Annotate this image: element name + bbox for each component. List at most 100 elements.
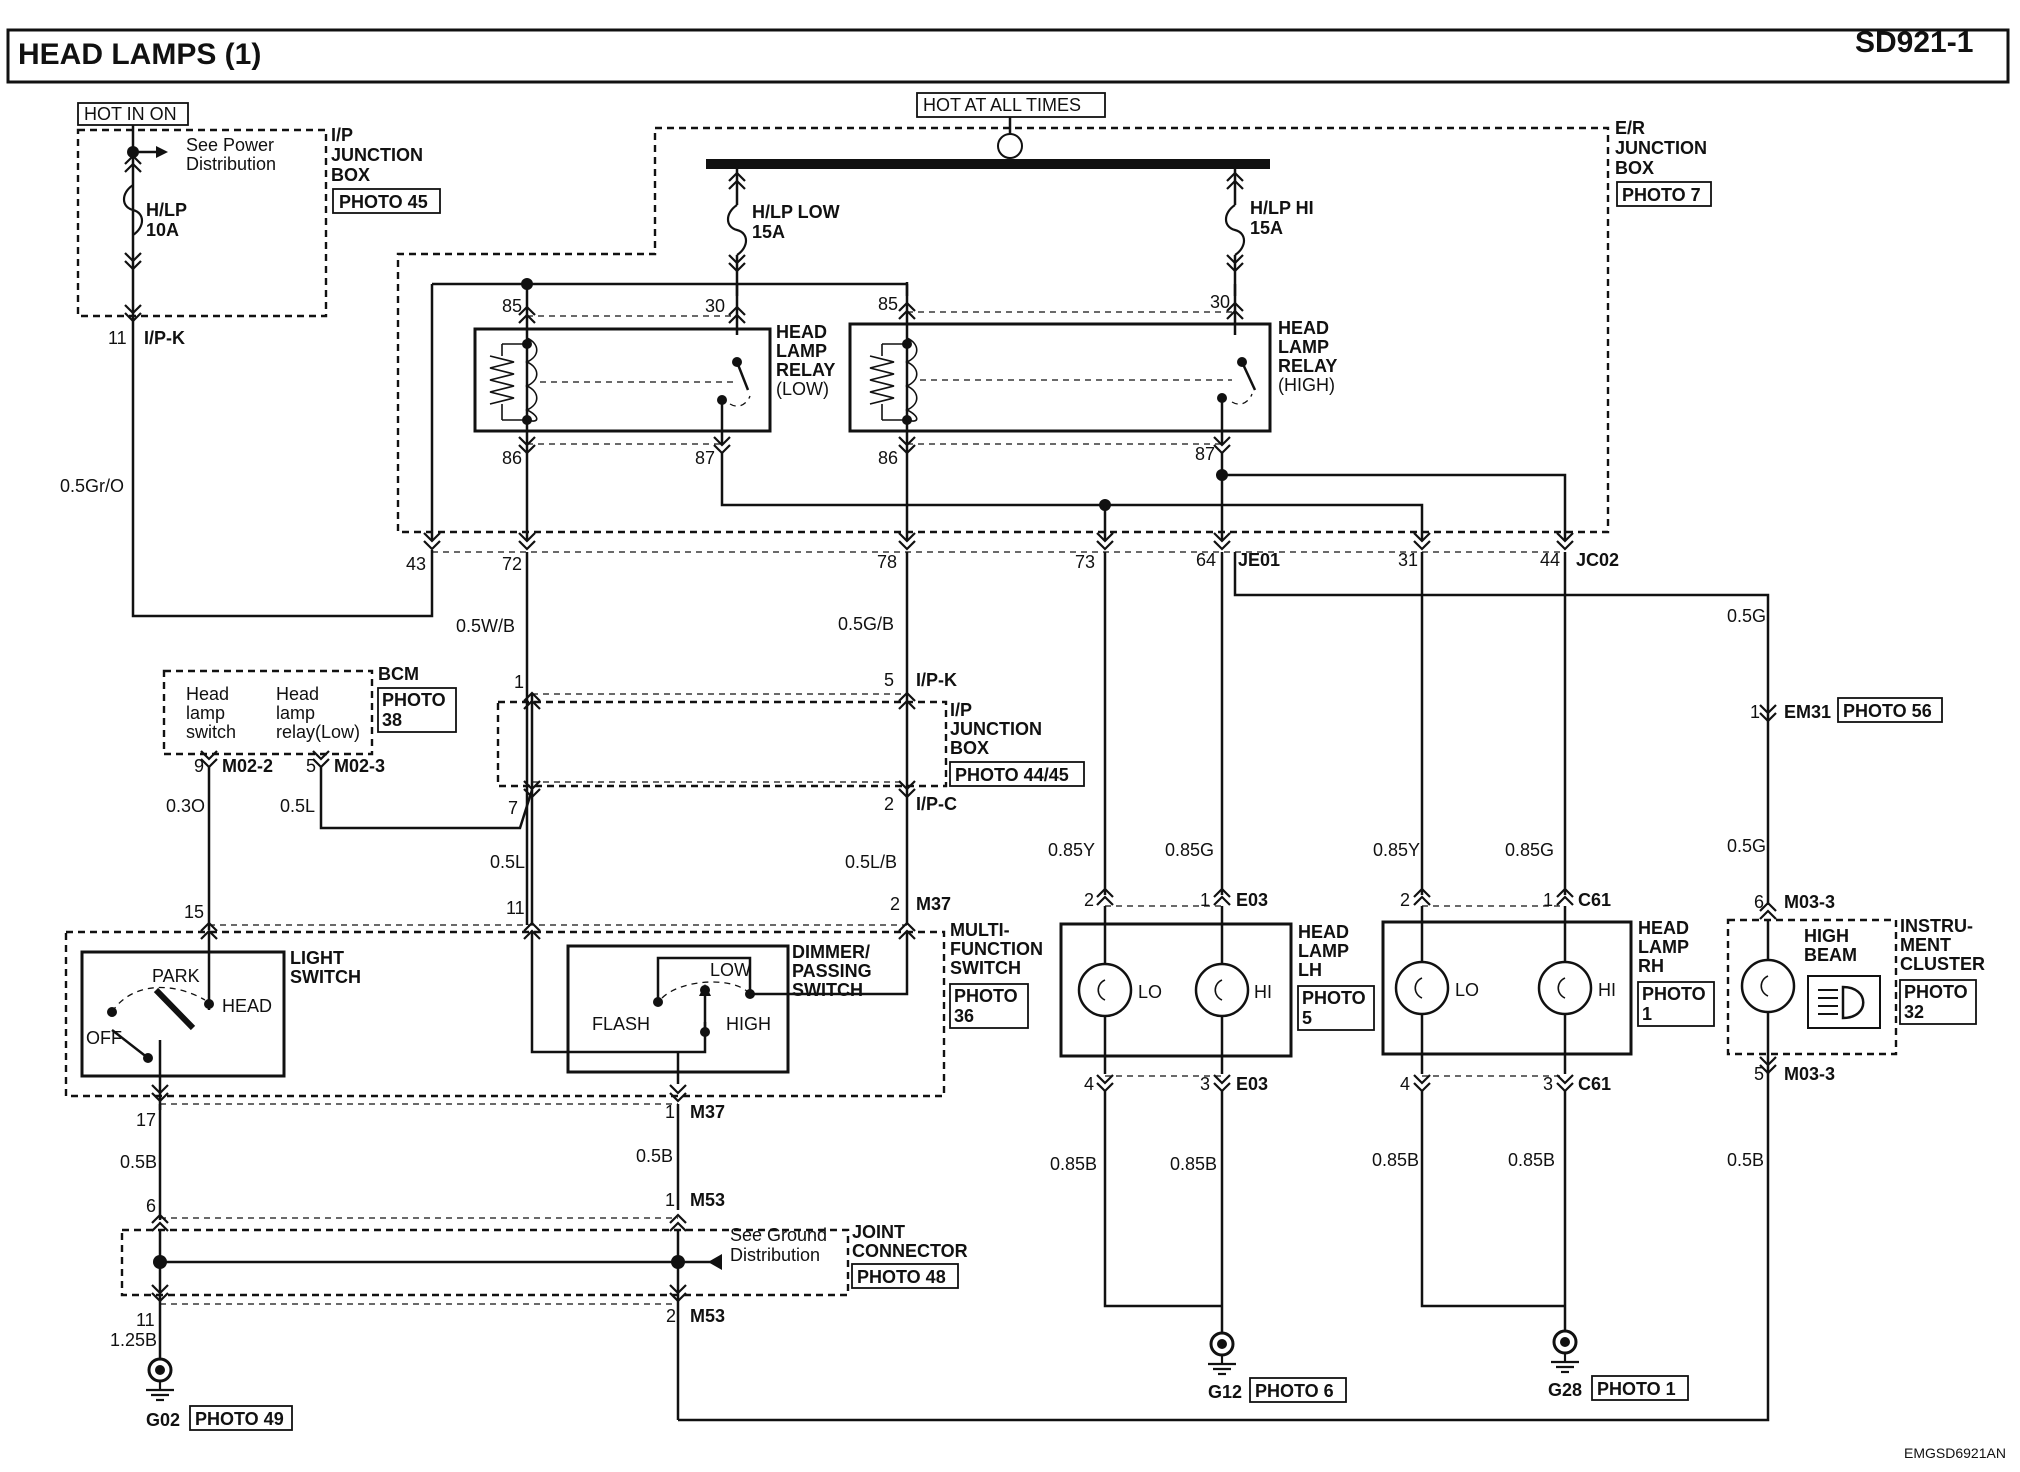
lamp-rh-hi-label: HI: [1598, 980, 1616, 1000]
svg-text:G28: G28: [1548, 1380, 1582, 1400]
svg-text:4: 4: [1400, 1074, 1410, 1094]
svg-text:85: 85: [502, 296, 522, 316]
svg-text:lamp: lamp: [276, 703, 315, 723]
svg-text:Head: Head: [276, 684, 319, 704]
svg-text:JUNCTION: JUNCTION: [950, 719, 1042, 739]
svg-text:1: 1: [1642, 1004, 1652, 1024]
hot-in-on-label: HOT IN ON: [84, 104, 177, 124]
fuse-hlp-hi-label: H/LP HI: [1250, 198, 1314, 218]
svg-text:Distribution: Distribution: [730, 1245, 820, 1265]
svg-text:LH: LH: [1298, 960, 1322, 980]
photo-56-tag: PHOTO 56: [1843, 701, 1932, 721]
flash-label: FLASH: [592, 1014, 650, 1034]
svg-text:10A: 10A: [146, 220, 179, 240]
photo-1-g28-tag: PHOTO 1: [1597, 1379, 1676, 1399]
high-beam-label: HIGH: [1804, 926, 1849, 946]
multi-function-switch-label: MULTI-: [950, 920, 1010, 940]
svg-text:2: 2: [884, 794, 894, 814]
connector-ipk-mid-label: I/P-K: [916, 670, 957, 690]
svg-text:30: 30: [705, 296, 725, 316]
svg-text:MENT: MENT: [1900, 935, 1951, 955]
svg-text:86: 86: [502, 448, 522, 468]
svg-text:0.85Y: 0.85Y: [1373, 840, 1420, 860]
connector-m03-3-bottom-label: M03-3: [1784, 1064, 1835, 1084]
instrument-cluster: 1 EM31 PHOTO 56 6 M03-3 HIGH BEAM INSTRU…: [678, 697, 1985, 1422]
svg-text:G12: G12: [1208, 1382, 1242, 1402]
svg-text:5: 5: [1754, 1064, 1764, 1084]
photo-44-45-tag: PHOTO 44/45: [955, 765, 1069, 785]
svg-text:85: 85: [878, 294, 898, 314]
svg-text:1.25B: 1.25B: [110, 1330, 157, 1350]
svg-text:1: 1: [665, 1190, 675, 1210]
svg-text:0.85B: 0.85B: [1050, 1154, 1097, 1174]
svg-text:0.3O: 0.3O: [166, 796, 205, 816]
multi-function-switch: 15 11 2 M37 PARK HEAD OFF LIGHT SWITCH L…: [64, 894, 1043, 1130]
svg-text:0.85B: 0.85B: [1170, 1154, 1217, 1174]
connector-m53-bottom-label: M53: [690, 1306, 725, 1326]
head-lamp-relay-high: 85 30 86 87 HEAD LAMP RELAY (HIGH): [848, 282, 1337, 540]
photo-45-tag: PHOTO 45: [339, 192, 428, 212]
svg-text:32: 32: [1904, 1002, 1924, 1022]
bcm: Head lamp switch Head lamp relay(Low) BC…: [162, 664, 534, 930]
svg-text:See Power: See Power: [186, 135, 274, 155]
svg-text:78: 78: [877, 552, 897, 572]
svg-text:RH: RH: [1638, 956, 1664, 976]
svg-text:43: 43: [406, 554, 426, 574]
joint-connector-label: JOINT: [852, 1222, 905, 1242]
photo-38-tag: PHOTO: [382, 690, 446, 710]
connector-c61-bottom-label: C61: [1578, 1074, 1611, 1094]
svg-text:RELAY: RELAY: [1278, 356, 1337, 376]
see-ground-distribution-note: See Ground Distribution: [730, 1225, 827, 1265]
photo-48-tag: PHOTO 48: [857, 1267, 946, 1287]
park-label: PARK: [152, 966, 200, 986]
instrument-cluster-label: INSTRU-: [1900, 916, 1973, 936]
svg-text:BOX: BOX: [1615, 158, 1654, 178]
svg-text:15A: 15A: [1250, 218, 1283, 238]
svg-text:15A: 15A: [752, 222, 785, 242]
svg-text:SWITCH: SWITCH: [290, 967, 361, 987]
svg-text:0.85Y: 0.85Y: [1048, 840, 1095, 860]
high-beam-icon: [1807, 975, 1881, 1029]
ip-junction-box-mid: 1 5 I/P-K 7 2 I/P-C I/P JUNCTION BOX PHO…: [490, 670, 1085, 925]
connector-m03-3-top-label: M03-3: [1784, 892, 1835, 912]
svg-text:11: 11: [506, 898, 525, 918]
svg-text:SWITCH: SWITCH: [950, 958, 1021, 978]
svg-text:0.5L: 0.5L: [490, 852, 525, 872]
connector-m37-bottom-label: M37: [690, 1102, 725, 1122]
svg-text:LAMP: LAMP: [1638, 937, 1689, 957]
svg-text:(HIGH): (HIGH): [1278, 375, 1335, 395]
svg-text:17: 17: [136, 1110, 156, 1130]
svg-text:0.5G: 0.5G: [1727, 606, 1766, 626]
svg-text:0.5L/B: 0.5L/B: [845, 852, 897, 872]
connector-m37-top-label: M37: [916, 894, 951, 914]
head-lamp-rh-label: HEAD: [1638, 918, 1689, 938]
svg-text:0.5B: 0.5B: [120, 1152, 157, 1172]
relay-low-label: HEAD: [776, 322, 827, 342]
ip-junction-box-top: HOT IN ON See Power Distribution H/LP 10…: [60, 102, 441, 618]
connector-je01-label: JE01: [1238, 550, 1280, 570]
connector-m02-3-label: M02-3: [334, 756, 385, 776]
svg-text:Head: Head: [186, 684, 229, 704]
svg-text:(LOW): (LOW): [776, 379, 829, 399]
svg-text:5: 5: [306, 756, 316, 776]
connector-ipk-label: I/P-K: [144, 328, 185, 348]
low-label: LOW: [710, 960, 751, 980]
svg-text:9: 9: [194, 756, 204, 776]
svg-text:1: 1: [1543, 890, 1553, 910]
svg-text:1: 1: [1200, 890, 1210, 910]
svg-text:72: 72: [502, 554, 522, 574]
svg-text:relay(Low): relay(Low): [276, 722, 360, 742]
svg-text:0.5Gr/O: 0.5Gr/O: [60, 476, 124, 496]
svg-text:0.5W/B: 0.5W/B: [456, 616, 515, 636]
ground-g28: G28 PHOTO 1: [1548, 1329, 1689, 1401]
lamp-rh-lo-label: LO: [1455, 980, 1479, 1000]
dimmer-passing-switch-label: DIMMER/: [792, 942, 870, 962]
svg-text:0.5G: 0.5G: [1727, 836, 1766, 856]
photo-6-tag: PHOTO 6: [1255, 1381, 1334, 1401]
svg-text:0.5B: 0.5B: [1727, 1150, 1764, 1170]
svg-text:44: 44: [1540, 550, 1560, 570]
svg-text:3: 3: [1200, 1074, 1210, 1094]
svg-text:BOX: BOX: [331, 165, 370, 185]
svg-text:LAMP: LAMP: [1278, 337, 1329, 357]
high-label: HIGH: [726, 1014, 771, 1034]
